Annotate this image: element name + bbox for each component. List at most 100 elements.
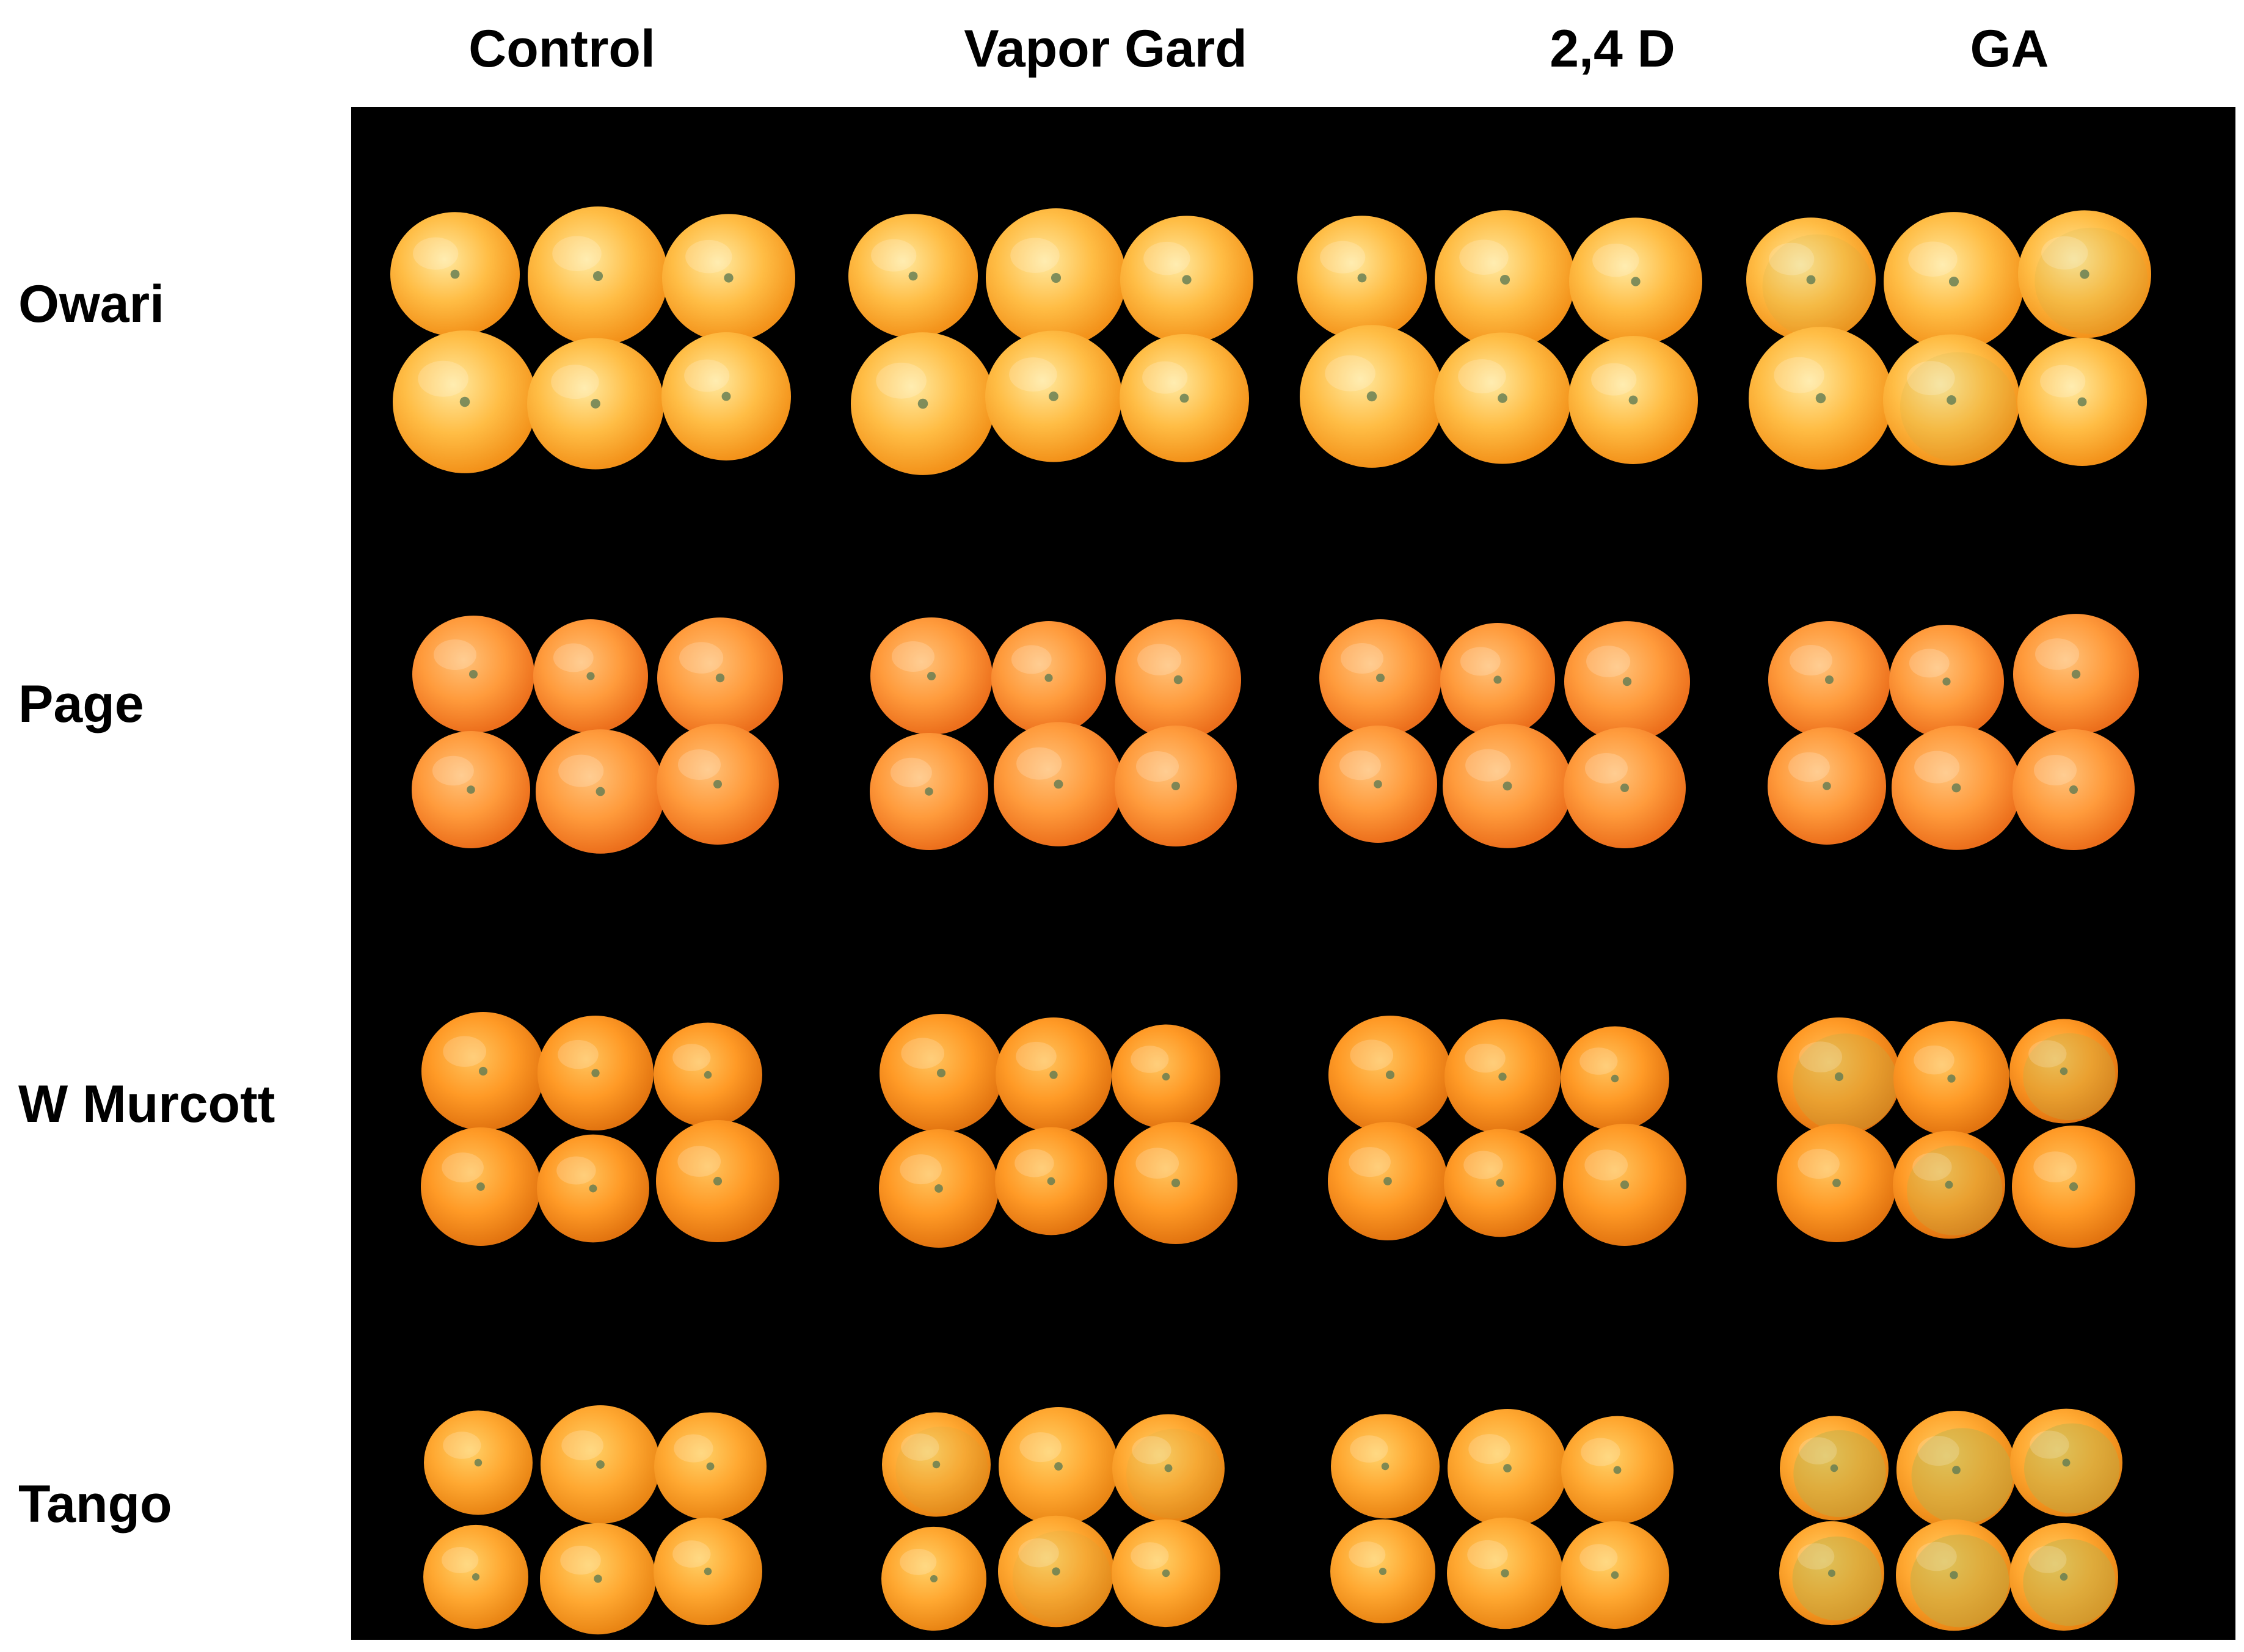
fruit	[996, 1017, 1112, 1133]
fruit	[537, 1134, 649, 1243]
fruit	[421, 1127, 541, 1246]
fruit	[994, 722, 1123, 846]
fruit	[1884, 212, 2024, 351]
fruit	[1896, 1410, 2016, 1530]
fruit	[879, 1129, 999, 1248]
fruit	[1779, 1521, 1884, 1626]
fruit	[424, 1410, 533, 1515]
row-label-owari: Owari	[18, 275, 164, 333]
fruit	[1780, 1416, 1889, 1521]
fruit	[412, 730, 530, 849]
fruit	[654, 1412, 767, 1521]
fruit	[851, 332, 995, 475]
fruit	[1328, 1121, 1448, 1241]
fruit	[1112, 1414, 1225, 1523]
column-header-ga: GA	[1970, 19, 2049, 78]
fruit	[1896, 1519, 2012, 1631]
column-header-control: Control	[468, 19, 655, 78]
fruit	[1749, 327, 1893, 470]
fruit	[995, 1127, 1107, 1235]
fruit	[1328, 1016, 1452, 1134]
fruit	[1768, 727, 1886, 845]
row-label-w-murcott: W Murcott	[18, 1075, 275, 1133]
fruit	[1319, 619, 1441, 737]
fruit	[421, 1012, 545, 1130]
fruit	[1120, 334, 1249, 462]
fruit	[1893, 1021, 2009, 1137]
fruit	[870, 617, 993, 735]
fruit	[848, 214, 978, 338]
fruit	[393, 330, 537, 473]
fruit	[412, 616, 534, 733]
fruit	[390, 212, 520, 337]
fruit	[985, 330, 1122, 462]
fruit	[2017, 338, 2147, 466]
fruit	[1319, 725, 1437, 843]
fruit	[1435, 210, 1575, 349]
fruit	[1564, 727, 1686, 848]
fruit	[661, 332, 791, 460]
fruit	[882, 1412, 991, 1517]
fruit	[528, 206, 668, 346]
fruit	[881, 1526, 986, 1631]
fruit	[662, 214, 795, 342]
fruit	[1300, 325, 1444, 468]
fruit	[1447, 1517, 1563, 1629]
fruit	[1561, 1416, 1674, 1524]
fruit	[1561, 1026, 1669, 1131]
row-label-tango: Tango	[18, 1475, 172, 1534]
fruit	[1330, 1519, 1435, 1624]
fruit	[654, 1022, 762, 1127]
fruit	[2009, 1523, 2118, 1631]
fruit	[1115, 619, 1241, 740]
fruit	[540, 1523, 656, 1635]
fruit	[1434, 332, 1571, 464]
fruit	[998, 1515, 1114, 1628]
fruit	[1444, 1019, 1561, 1135]
fruit	[2009, 1019, 2118, 1124]
fruit	[1569, 217, 1702, 346]
fruit	[1746, 217, 1876, 342]
fruit	[1777, 1017, 1901, 1136]
fruit	[986, 208, 1126, 348]
fruit	[991, 620, 1106, 735]
fruit	[880, 1014, 1003, 1132]
fruit-photo-grid	[390, 206, 2151, 1635]
fruit	[1883, 334, 2020, 466]
fruit	[1893, 1130, 2005, 1239]
column-header-vapor-gard: Vapor Gard	[964, 19, 1247, 78]
fruit	[1297, 216, 1427, 340]
fruit	[533, 619, 648, 733]
fruit	[870, 732, 988, 851]
fruit	[1561, 1521, 1669, 1629]
fruit	[1112, 1024, 1220, 1129]
fruit	[1892, 726, 2021, 850]
fruit-photo-panel	[351, 107, 2235, 1640]
fruit	[1112, 1519, 1220, 1628]
fruit	[1448, 1408, 1567, 1528]
fruit	[1768, 621, 1890, 738]
fruit	[1120, 216, 1253, 344]
fruit	[541, 1405, 660, 1524]
fruit	[536, 729, 665, 854]
fruit	[1563, 1124, 1686, 1246]
fruit	[423, 1524, 528, 1629]
fruit	[999, 1406, 1118, 1526]
fruit	[657, 617, 783, 738]
fruit	[1115, 726, 1237, 846]
fruit	[1444, 1129, 1556, 1237]
fruit	[1889, 624, 2004, 739]
fruit	[2013, 729, 2135, 850]
column-header-2-4-d: 2,4 D	[1550, 19, 1675, 78]
fruit	[1564, 621, 1690, 742]
fruit	[1568, 336, 1698, 464]
fruit	[537, 1015, 654, 1131]
fruit	[1440, 622, 1555, 737]
fruit	[2010, 1408, 2122, 1517]
row-label-page: Page	[18, 675, 144, 733]
fruit	[2013, 614, 2139, 735]
fruit	[1114, 1122, 1237, 1244]
fruit	[657, 724, 779, 845]
fruit	[527, 338, 664, 470]
fruit	[1777, 1123, 1896, 1243]
